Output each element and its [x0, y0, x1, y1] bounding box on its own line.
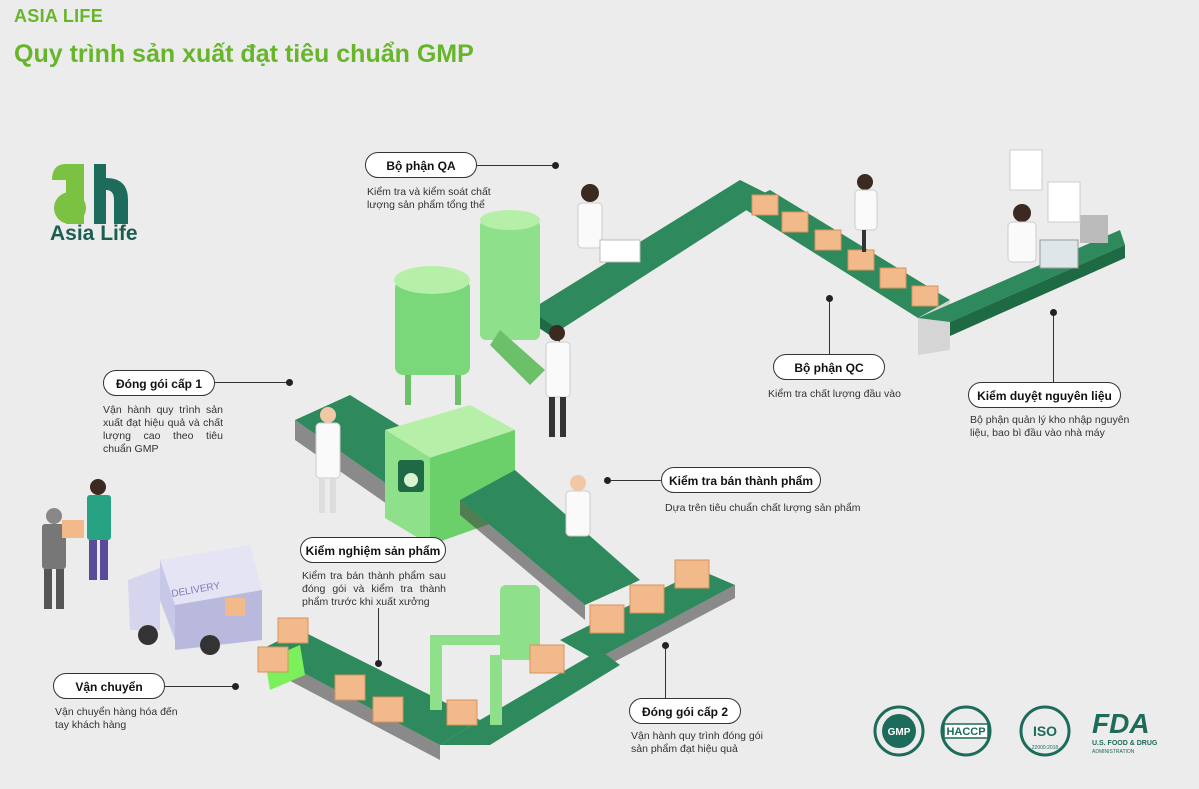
lower-boxes	[257, 559, 710, 726]
document-icons	[1009, 149, 1081, 223]
iso-badge-sub: 22000:2018	[1032, 745, 1059, 751]
step-qc-connector	[829, 300, 830, 354]
packing-frame	[430, 585, 540, 725]
step-pack1-dot	[286, 379, 293, 386]
gmp-badge-text: GMP	[888, 727, 911, 738]
upper-boxes	[751, 194, 939, 307]
step-qc-label: Bộ phận QC	[773, 354, 885, 380]
step-pack2-label: Đóng gói cấp 2	[629, 698, 741, 724]
logo-text: Asia Life	[50, 222, 138, 245]
step-qa-label: Bộ phận QA	[365, 152, 477, 178]
step-semi-connector	[610, 480, 661, 481]
workers	[42, 174, 1108, 609]
step-ship-desc: Vận chuyển hàng hóa đến tay khách hàng	[55, 706, 178, 731]
haccp-badge-icon: HACCP	[940, 705, 992, 757]
haccp-badge-text: HACCP	[946, 726, 985, 738]
brand-name: ASIA LIFE	[14, 6, 104, 26]
step-test-desc: Kiểm tra bán thành phẩm sau đóng gói và …	[302, 570, 446, 608]
step-semi-dot	[604, 477, 611, 484]
step-raw-label: Kiểm duyệt nguyên liệu	[968, 382, 1121, 408]
step-raw-connector	[1053, 314, 1054, 382]
step-qc-dot	[826, 295, 833, 302]
step-qa-dot	[552, 162, 559, 169]
upper-conveyor	[530, 180, 1125, 355]
delivery-truck: DELIVERY	[128, 545, 262, 655]
step-ship-dot	[232, 683, 239, 690]
iso-badge-text: ISO	[1033, 723, 1057, 739]
fda-badge-sub2: ADMINISTRATION	[1092, 749, 1135, 755]
step-pack1-label: Đóng gói cấp 1	[103, 370, 215, 396]
step-qa-connector	[477, 165, 555, 166]
step-test-dot	[375, 660, 382, 667]
fda-badge-sub: U.S. FOOD & DRUG	[1092, 740, 1158, 747]
lower-conveyor	[460, 470, 735, 672]
step-qa-desc: Kiểm tra và kiểm soát chất lượng sản phẩ…	[367, 186, 491, 211]
step-semi-desc: Dựa trên tiêu chuẩn chất lượng sản phẩm	[665, 502, 861, 514]
step-pack2-desc: Vận hành quy trình đóng gói sản phẩm đạt…	[631, 730, 763, 755]
step-test-connector	[378, 608, 379, 662]
step-semi-label: Kiểm tra bán thành phẩm	[661, 467, 821, 493]
gmp-badge-icon: GMP	[873, 705, 925, 757]
step-raw-dot	[1050, 309, 1057, 316]
fda-badge-text: FDA	[1092, 708, 1150, 739]
fda-badge-icon: FDA U.S. FOOD & DRUG ADMINISTRATION	[1092, 708, 1158, 755]
step-test-label: Kiểm nghiệm sản phẩm	[300, 537, 446, 563]
page-title: Quy trình sản xuất đạt tiêu chuẩn GMP	[14, 40, 474, 68]
step-ship-connector	[165, 686, 235, 687]
step-pack2-connector	[665, 647, 666, 698]
step-qc-desc: Kiểm tra chất lượng đầu vào	[768, 388, 901, 400]
iso-badge-icon: ISO 22000:2018	[1019, 705, 1071, 757]
step-ship-label: Vận chuyển	[53, 673, 165, 699]
asia-life-logo-icon	[52, 164, 128, 224]
step-raw-desc: Bộ phận quản lý kho nhập nguyên liệu, ba…	[970, 414, 1130, 439]
step-pack2-dot	[662, 642, 669, 649]
step-pack1-connector	[215, 382, 289, 383]
step-pack1-desc: Vận hành quy trình sản xuất đạt hiệu quả…	[103, 404, 223, 455]
mixing-tanks	[394, 210, 545, 405]
